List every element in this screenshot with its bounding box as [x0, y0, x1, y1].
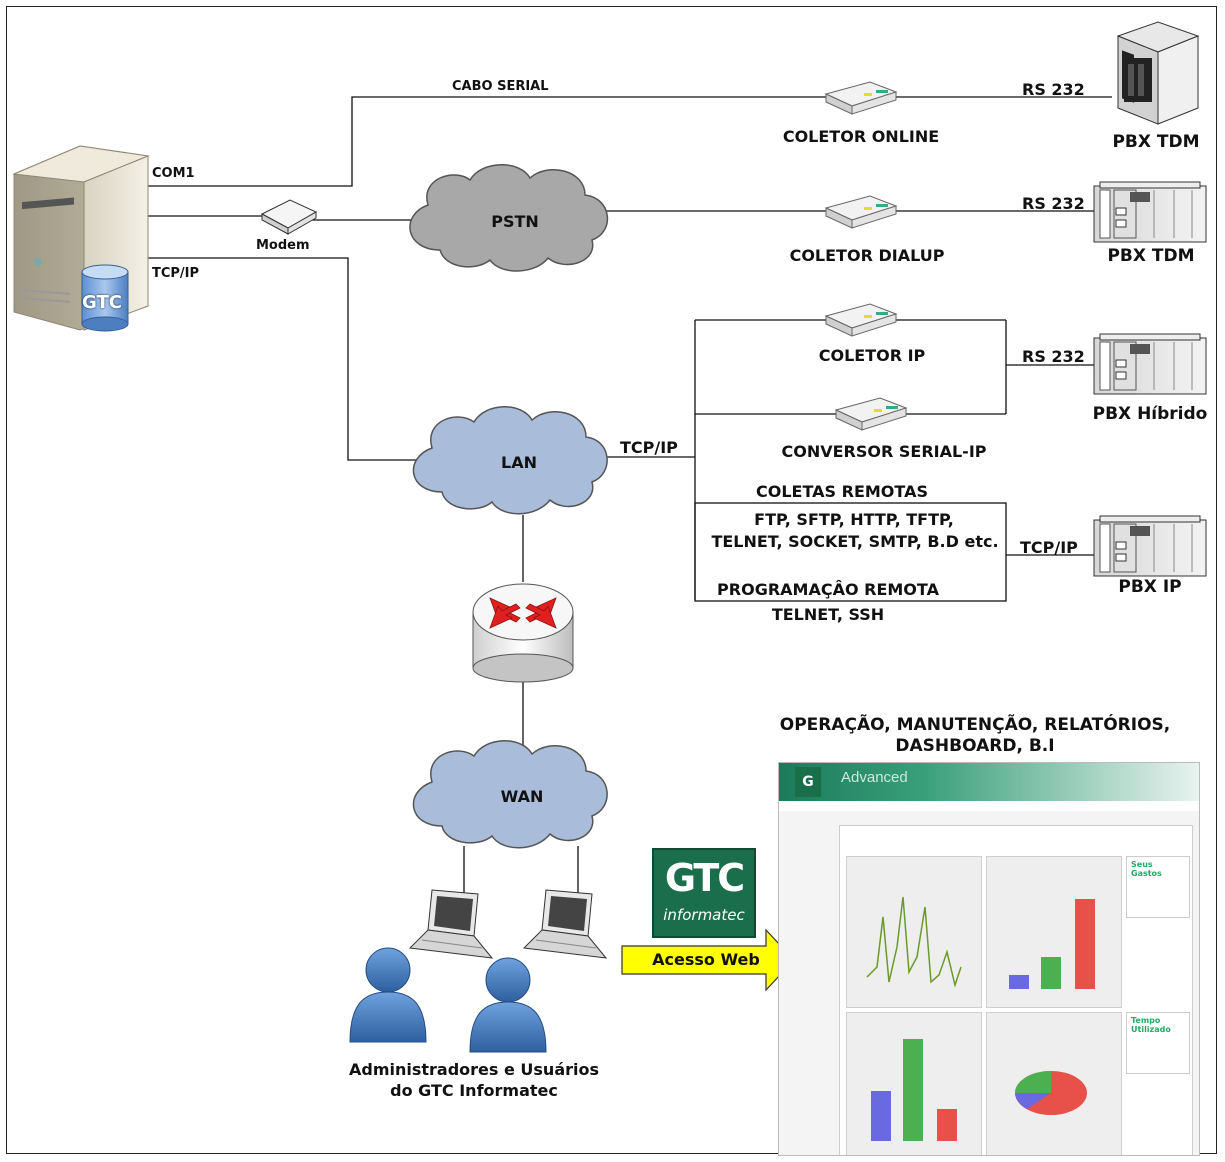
pbx-hibrido-rack-icon: [1093, 333, 1207, 395]
pbx-ip-rack-icon: [1093, 515, 1207, 577]
laptop-icon: [408, 889, 494, 959]
chart-tile: [846, 856, 982, 1008]
pbx-hibrido-label: PBX Híbrido: [1092, 404, 1208, 424]
admin-label-line-2: do GTC Informatec: [390, 1081, 558, 1100]
gtc-informatec-logo: GTC informatec: [652, 848, 756, 938]
laptop-icon: [522, 889, 608, 959]
coletor-dialup-label: COLETOR DIALUP: [789, 246, 945, 265]
lan-label: LAN: [501, 453, 537, 472]
modem-label: Modem: [256, 238, 310, 253]
operacao-title-line-2: DASHBOARD, B.I: [895, 736, 1055, 756]
operacao-title-line-1: OPERAÇÃO, MANUTENÇÃO, RELATÓRIOS,: [779, 715, 1171, 735]
pbx-tdm-rack-icon: [1093, 181, 1207, 243]
wan-cloud: [412, 740, 608, 849]
com1-label: COM1: [152, 166, 195, 181]
gtc-db-label: GTC: [82, 292, 122, 313]
pie-chart-thumbnail: [1015, 1071, 1087, 1115]
line-chart-thumbnail: [866, 896, 962, 988]
bar-chart-thumbnail: [871, 1039, 957, 1141]
pstn-label: PSTN: [491, 212, 539, 231]
pstn-cloud: [409, 164, 608, 272]
pbx-racks: [1093, 181, 1207, 577]
dashboard-panel-area: Seus Gastos Tempo Utilizado: [839, 825, 1193, 1155]
rs232-label-3: RS 232: [1022, 347, 1085, 366]
coletor-ip-label: COLETOR IP: [818, 346, 926, 365]
person-icon: [349, 947, 427, 1043]
acesso-web-label: Acesso Web: [652, 950, 760, 969]
chart-tile: [986, 1012, 1122, 1155]
dashboard-title: Advanced: [841, 769, 908, 786]
programacao-remota-label: PROGRAMAÇÂO REMOTA: [717, 580, 939, 599]
chart-tile: [986, 856, 1122, 1008]
protocols-line-2: TELNET, SOCKET, SMTP, B.D etc.: [711, 532, 999, 551]
protocols-line-1: FTP, SFTP, HTTP, TFTP,: [754, 510, 954, 529]
dashboard-banner: [779, 763, 1199, 801]
tcp-ip-server-label: TCP/IP: [152, 266, 200, 281]
router-icon: [472, 583, 574, 683]
pbx-ip-label: PBX IP: [1118, 577, 1182, 597]
coletor-dialup-device: [824, 195, 898, 229]
coletor-ip-device: [824, 303, 898, 337]
logo-sub: informatec: [663, 906, 745, 924]
dashboard-menu-bar: [779, 801, 1199, 811]
tcp-ip-lan-label: TCP/IP: [620, 438, 678, 457]
pbx-tdm-label-1: PBX TDM: [1112, 132, 1200, 152]
side-panel-gastos: Seus Gastos: [1126, 856, 1190, 918]
logo-brand: GTC: [664, 856, 745, 900]
remote-box: [694, 502, 1007, 602]
side-title-gastos: Seus Gastos: [1131, 860, 1162, 878]
modem-icon: [260, 199, 318, 235]
side-title-tempo: Tempo Utilizado: [1131, 1016, 1171, 1034]
conversor-serial-ip-label: CONVERSOR SERIAL-IP: [781, 442, 987, 461]
chart-tile: [846, 1012, 982, 1155]
collector-devices: [824, 81, 908, 431]
coletor-online-label: COLETOR ONLINE: [782, 127, 940, 146]
wan-label: WAN: [500, 787, 544, 806]
coletas-remotas-label: COLETAS REMOTAS: [756, 482, 928, 501]
dashboard-screenshot: G Advanced Seus Gastos: [778, 762, 1200, 1156]
dashboard-logo-icon: G: [795, 767, 821, 797]
admin-label-line-1: Administradores e Usuários: [348, 1060, 600, 1079]
rs232-label-1: RS 232: [1022, 80, 1085, 99]
server-icon: [12, 145, 150, 332]
conversor-device: [834, 397, 908, 431]
lan-cloud: [412, 406, 608, 515]
pbx-tdm-cube-icon: [1116, 21, 1200, 125]
tcp-ip-pbx-label: TCP/IP: [1020, 538, 1078, 557]
cabo-serial-label: CABO SERIAL: [452, 79, 549, 94]
telnet-ssh-label: TELNET, SSH: [771, 605, 885, 624]
side-panel-tempo: Tempo Utilizado: [1126, 1012, 1190, 1074]
rs232-label-2: RS 232: [1022, 194, 1085, 213]
server-lan-line: [146, 257, 428, 461]
serial-cable-line: [146, 96, 1112, 187]
coletor-online-device: [824, 81, 898, 115]
bar-chart-thumbnail: [1009, 899, 1095, 989]
person-icon: [469, 957, 547, 1053]
pbx-tdm-label-2: PBX TDM: [1107, 246, 1195, 266]
